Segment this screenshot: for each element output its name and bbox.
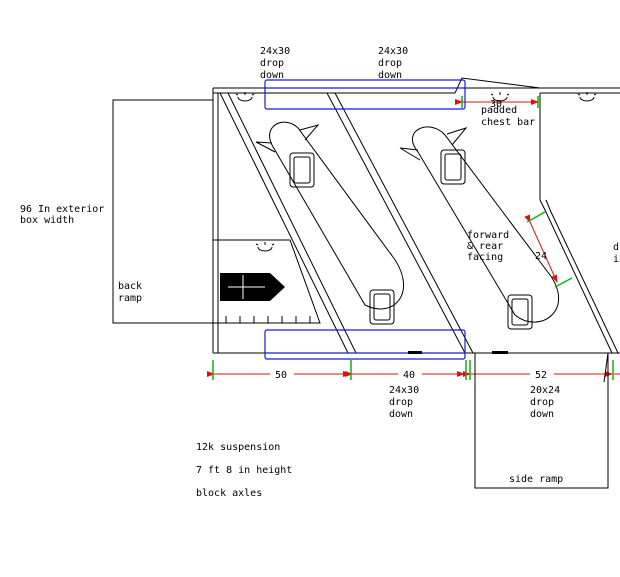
horse-1 xyxy=(255,121,404,325)
stall-dimensions: 50 40 52 xyxy=(207,360,620,381)
facing-label-3: facing xyxy=(467,252,503,263)
trailer-outline xyxy=(212,87,620,354)
svg-text:drop: drop xyxy=(378,58,402,69)
back-ramp: back ramp xyxy=(112,99,214,324)
horse-2 xyxy=(399,126,559,330)
stall-dividers xyxy=(219,92,619,354)
svg-text:down: down xyxy=(260,70,284,81)
svg-text:24x30: 24x30 xyxy=(260,46,290,57)
window-top xyxy=(264,79,466,110)
svg-text:down: down xyxy=(530,409,554,420)
stall-2-width: 40 xyxy=(403,370,415,381)
side-ramp-label: side ramp xyxy=(509,474,563,485)
window-label-top-right: 24x30 drop down xyxy=(378,46,408,81)
box-width-label-1: 96 In exterior xyxy=(20,204,104,215)
svg-text:drop: drop xyxy=(260,58,284,69)
chest-bar-label-1: padded xyxy=(481,105,517,116)
tack-area xyxy=(213,239,321,324)
window-bottom xyxy=(264,329,466,360)
svg-text:20x24: 20x24 xyxy=(530,385,560,396)
clipped-label-1: d xyxy=(613,242,619,253)
spec-axles: block axles xyxy=(196,488,262,499)
window-label-bottom-right: 20x24 drop down xyxy=(530,385,560,420)
box-width-label-2: box width xyxy=(20,215,74,226)
dome-light-icon xyxy=(577,92,597,102)
partition-dimension: 24 xyxy=(524,211,573,288)
svg-text:drop: drop xyxy=(389,397,413,408)
svg-text:drop: drop xyxy=(530,397,554,408)
side-ramp: side ramp xyxy=(474,352,609,489)
stall-3-width: 52 xyxy=(535,370,547,381)
stall-1-width: 50 xyxy=(275,370,287,381)
window-label-bottom-left: 24x30 drop down xyxy=(389,385,419,420)
facing-label-1: forward xyxy=(467,230,509,241)
svg-text:down: down xyxy=(389,409,413,420)
back-ramp-label-2: ramp xyxy=(118,293,142,304)
chest-bar-label-2: chest bar xyxy=(481,117,535,128)
spec-height: 7 ft 8 in height xyxy=(196,465,292,476)
partition-dimension-value: 24 xyxy=(535,251,547,262)
svg-text:down: down xyxy=(378,70,402,81)
spec-suspension: 12k suspension xyxy=(196,442,280,453)
dome-light-icon xyxy=(255,242,275,252)
svg-text:24x30: 24x30 xyxy=(389,385,419,396)
chest-bar-dimension: 30 xyxy=(490,99,502,110)
window-label-top-left: 24x30 drop down xyxy=(260,46,290,81)
dome-light-icon xyxy=(235,92,255,102)
svg-text:24x30: 24x30 xyxy=(378,46,408,57)
facing-label-2: & rear xyxy=(467,241,503,252)
back-ramp-label-1: back xyxy=(118,281,142,292)
chest-bar: 30 padded chest bar xyxy=(454,77,541,128)
clipped-label-2: ir xyxy=(613,254,620,265)
